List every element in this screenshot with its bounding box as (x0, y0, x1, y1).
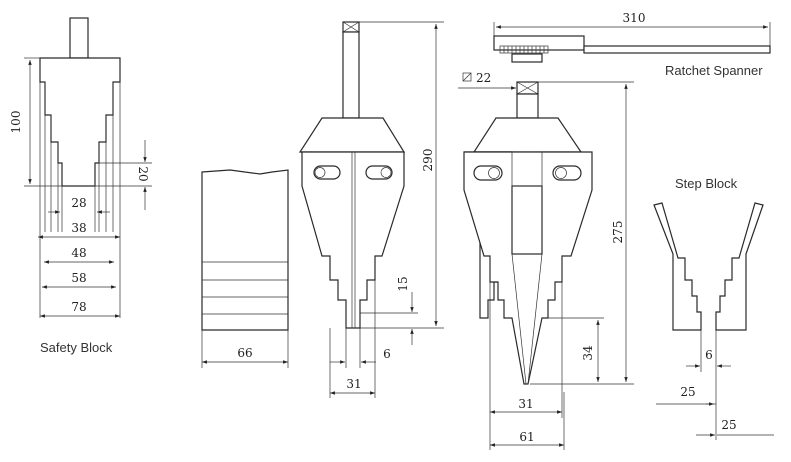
block-66-drawing: 66 (201, 169, 289, 368)
dim-34: 34 (581, 345, 595, 361)
dim-61: 61 (519, 430, 534, 444)
step-block-drawing: Step Block 6 25 25 (653, 176, 774, 440)
dim-66: 66 (237, 346, 252, 360)
dim-58: 58 (71, 271, 86, 285)
dim-20: 20 (136, 166, 150, 181)
dim-38: 38 (71, 221, 86, 235)
dim-28: 28 (71, 196, 86, 210)
dim-25-left: 25 (680, 385, 695, 399)
label-ratchet-spanner: Ratchet Spanner (665, 63, 763, 78)
label-step-block: Step Block (675, 176, 738, 191)
dim-25-right: 25 (721, 418, 736, 432)
dim-48: 48 (71, 246, 86, 260)
dim-22: 22 (476, 71, 491, 85)
dim-275: 275 (611, 221, 625, 244)
dim-290: 290 (421, 149, 435, 172)
dim-15: 15 (396, 276, 410, 291)
dim-31-wedge: 31 (346, 377, 361, 391)
dim-31-open: 31 (518, 397, 533, 411)
dim-6-step: 6 (705, 348, 713, 362)
dim-310: 310 (623, 11, 646, 25)
dim-100: 100 (9, 111, 23, 134)
closed-wedge-drawing: 290 15 6 31 (298, 21, 444, 398)
ratchet-spanner-drawing: 310 Ratchet Spanner (493, 11, 771, 78)
label-safety-block: Safety Block (40, 340, 113, 355)
safety-block-drawing: 100 20 28 38 48 58 78 Safety Block (9, 17, 152, 355)
dim-6-wedge: 6 (383, 347, 391, 361)
dim-78: 78 (71, 300, 86, 314)
open-wedge-drawing: 22 275 34 31 61 (458, 71, 634, 450)
